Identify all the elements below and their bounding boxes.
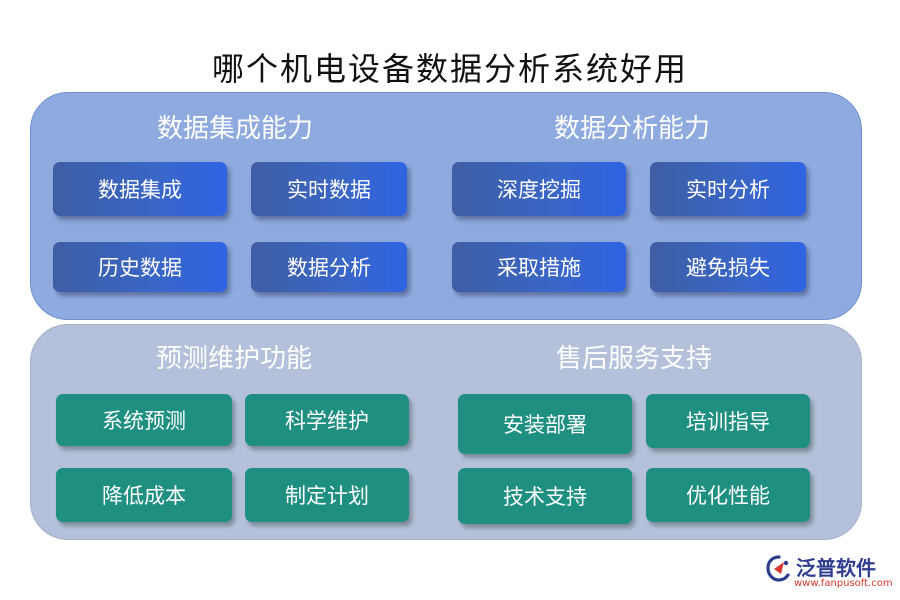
item-box: 数据集成 xyxy=(53,162,227,216)
diagram-title: 哪个机电设备数据分析系统好用 xyxy=(211,50,688,88)
item-box: 系统预测 xyxy=(56,394,232,446)
brand-logo: 泛普软件 www.fanpusoft.com xyxy=(764,552,894,594)
brand-url: www.fanpusoft.com xyxy=(794,578,893,589)
item-box: 安装部署 xyxy=(458,394,632,454)
item-box: 制定计划 xyxy=(245,468,409,522)
item-box: 降低成本 xyxy=(56,468,232,522)
item-box: 深度挖掘 xyxy=(452,162,626,216)
brand-name: 泛普软件 xyxy=(796,556,876,580)
item-box: 实时分析 xyxy=(650,162,806,216)
fanpu-logo-icon xyxy=(766,555,790,582)
group-title-predictive-maintenance: 预测维护功能 xyxy=(155,344,312,374)
group-title-data-analysis: 数据分析能力 xyxy=(553,114,710,144)
item-box: 培训指导 xyxy=(646,394,810,448)
item-box: 避免损失 xyxy=(650,242,806,292)
item-box: 数据分析 xyxy=(251,242,407,292)
item-box: 采取措施 xyxy=(452,242,626,292)
group-title-data-integration: 数据集成能力 xyxy=(156,114,313,144)
item-box: 技术支持 xyxy=(458,468,632,524)
item-box: 科学维护 xyxy=(245,394,409,446)
item-box: 历史数据 xyxy=(53,242,227,292)
item-box: 优化性能 xyxy=(646,468,810,522)
group-title-after-sales: 售后服务支持 xyxy=(555,344,712,374)
item-box: 实时数据 xyxy=(251,162,407,216)
